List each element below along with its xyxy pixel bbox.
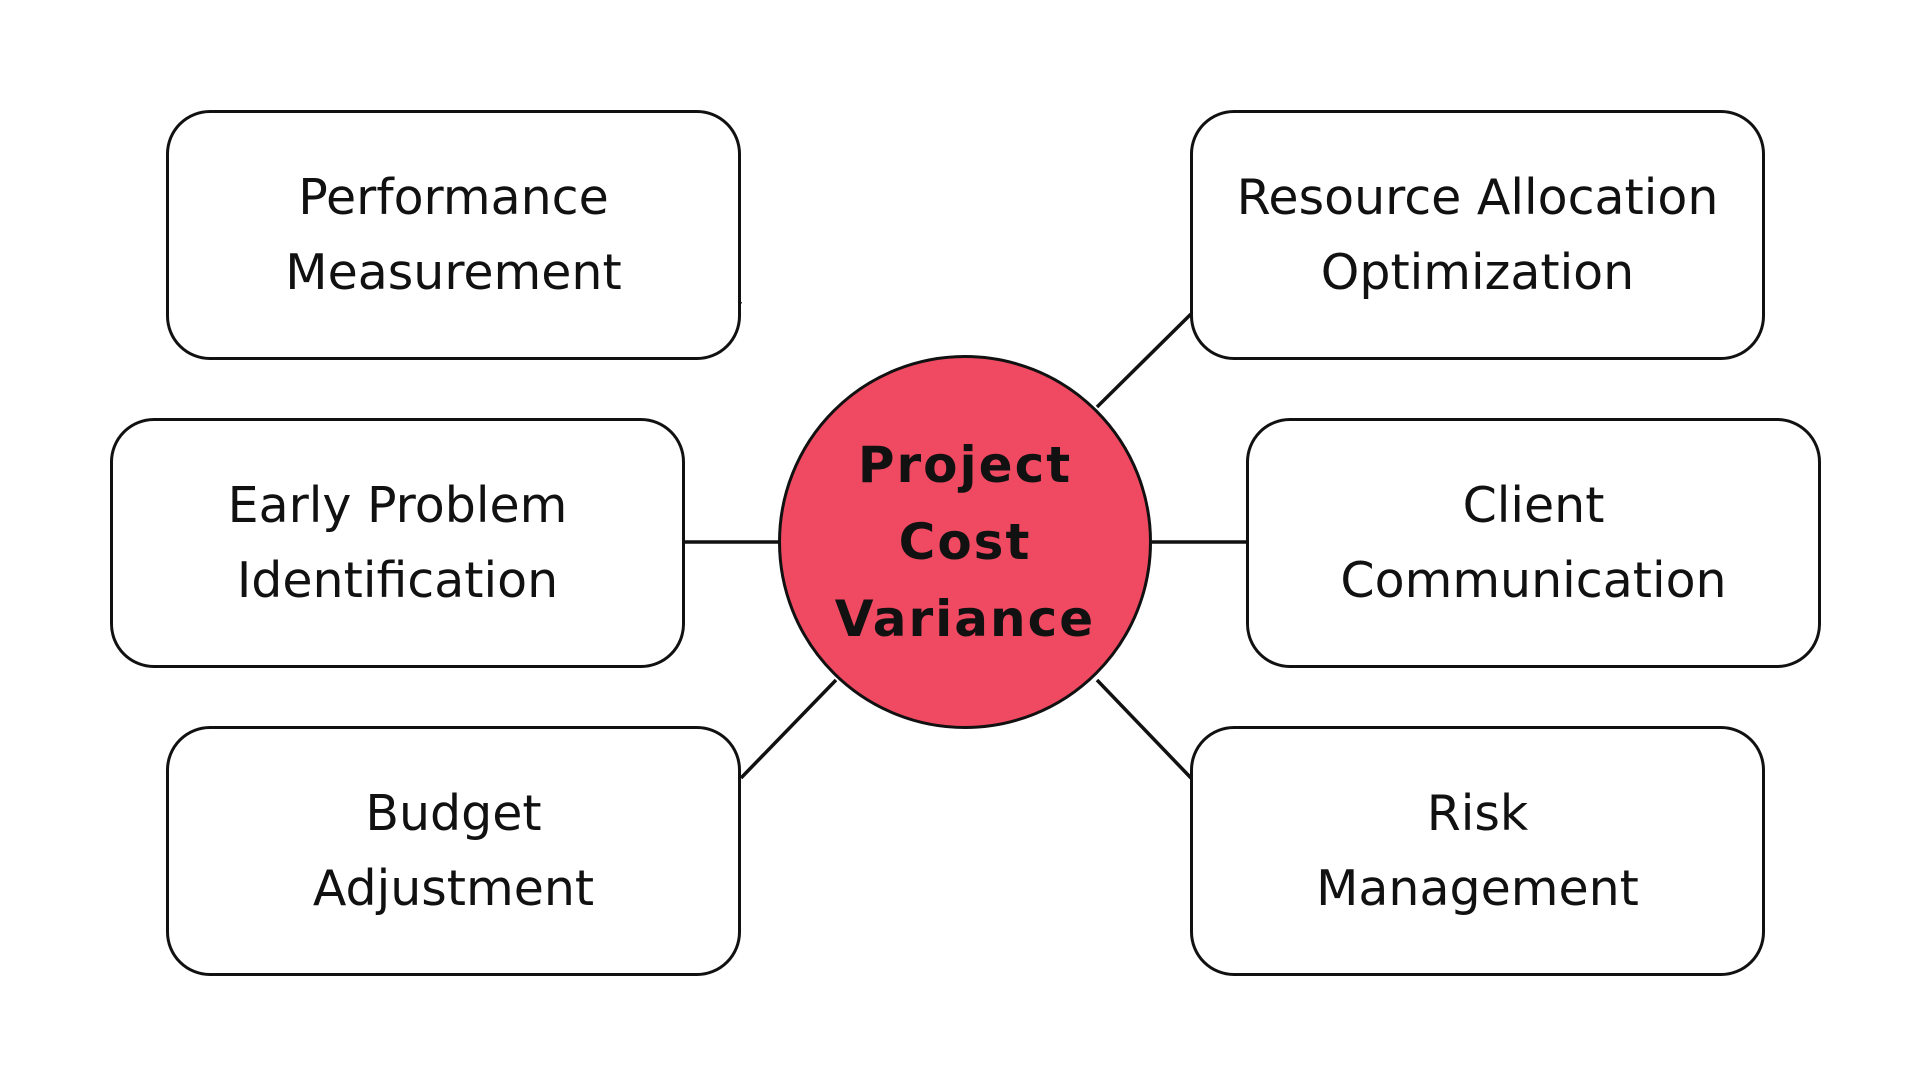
node-client-communication: Client Communication [1246,418,1821,668]
center-node-project-cost-variance: Project Cost Variance [778,355,1152,729]
node-label-line: Resource Allocation [1236,169,1719,226]
center-label-line: Variance [834,589,1096,648]
center-label-line: Project [857,435,1073,494]
center-label-line: Cost [898,512,1032,571]
node-early-problem-identification: Early Problem Identification [110,418,685,668]
node-label-line: Identification [236,552,559,609]
node-resource-allocation-optimization: Resource Allocation Optimization [1190,110,1765,360]
node-label-line: Management [1316,860,1639,917]
connector-resource [1095,312,1193,409]
node-label-line: Adjustment [312,860,595,917]
node-label-line: Client [1462,477,1605,534]
node-label-line: Measurement [285,244,622,301]
node-label-line: Performance [298,169,609,226]
connector-risk [1095,678,1193,780]
node-performance-measurement: Performance Measurement [166,110,741,360]
node-label-line: Early Problem [227,477,568,534]
node-label-line: Risk [1426,785,1529,842]
node-budget-adjustment: Budget Adjustment [166,726,741,976]
node-risk-management: Risk Management [1190,726,1765,976]
node-label-line: Optimization [1320,244,1635,301]
node-label-line: Budget [365,785,542,842]
node-label-line: Communication [1340,552,1727,609]
connector-budget [739,678,838,780]
